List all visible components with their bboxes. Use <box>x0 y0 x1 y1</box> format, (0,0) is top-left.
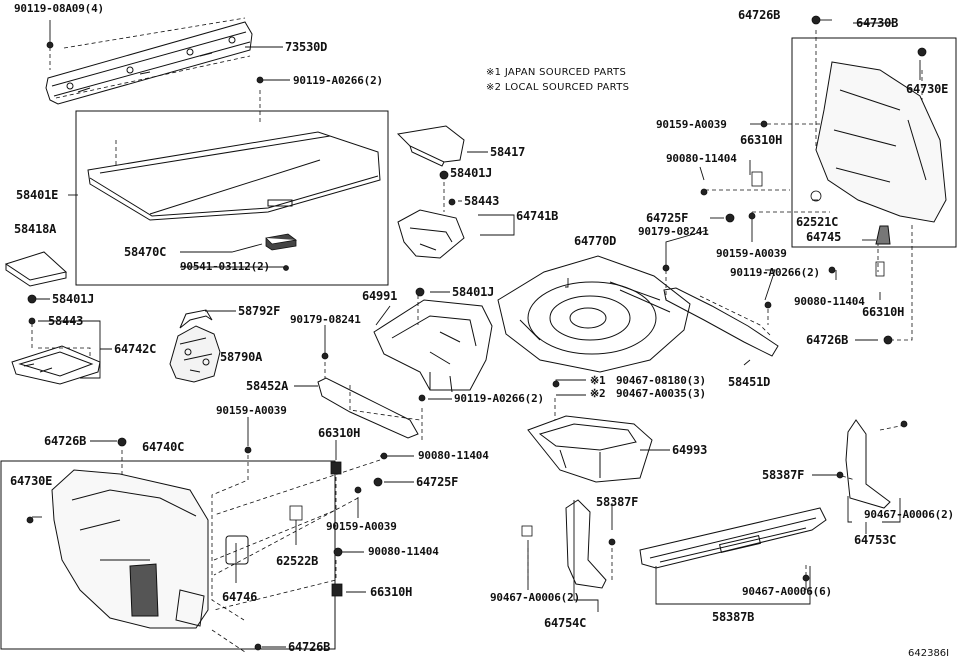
part-label: 64726B <box>738 8 781 22</box>
leader-lines <box>30 19 921 648</box>
part-label: 64991 <box>362 289 398 303</box>
right-trim-frame <box>791 37 957 248</box>
part-label: 64725F <box>646 211 689 225</box>
part-label: 64993 <box>672 443 708 457</box>
handle-58792f <box>179 309 213 329</box>
part-label: 90080-11404 <box>666 152 737 165</box>
part-label: 90179-08241 <box>638 225 709 238</box>
part-label: 64726B <box>44 434 87 448</box>
part-label: 66310H <box>740 133 783 147</box>
part-label: 90080-11404 <box>794 295 865 308</box>
part-label: 58401J <box>450 166 493 180</box>
part-label: 90119-A0266(2) <box>730 266 820 279</box>
part-58470c <box>265 233 297 251</box>
strip-58452a <box>317 377 419 439</box>
part-label: 58387F <box>596 495 639 509</box>
part-label: 64730E <box>906 82 949 96</box>
part-label: 90541-03112(2) <box>180 260 270 273</box>
part-label: 58418A <box>14 222 57 236</box>
cover-58417 <box>396 125 465 167</box>
part-label: 64753C <box>854 533 897 547</box>
part-label: 64726B <box>288 640 331 654</box>
part-label: 64725F <box>416 475 459 489</box>
part-label: 62521C <box>796 215 839 229</box>
part-label: 90119-A0266(2) <box>454 392 544 405</box>
part-label: 58792F <box>238 304 281 318</box>
tonneau-cover-frame <box>75 110 389 286</box>
part-label: 64730E <box>10 474 53 488</box>
part-label: 58387F <box>762 468 805 482</box>
part-label: 64770D <box>574 234 617 248</box>
part-label: 90467-08180(3) <box>616 374 706 387</box>
strip-58451d <box>663 287 779 357</box>
part-label: 64726B <box>806 333 849 347</box>
part-label: 90159-A0039 <box>656 118 727 131</box>
part-label: 58452A <box>246 379 289 393</box>
part-label: 90467-A0006(2) <box>490 591 580 604</box>
part-label: 90080-11404 <box>418 449 489 462</box>
right-trim-64730b <box>815 61 947 245</box>
spare-tire-tray <box>497 255 691 373</box>
rail-73530d <box>45 21 253 105</box>
part-label: 90467-A0035(3) <box>616 387 706 400</box>
part-label: 58401J <box>52 292 95 306</box>
part-label: 58451D <box>728 375 771 389</box>
bracket-58790a <box>169 325 221 383</box>
part-label: 62522B <box>276 554 319 568</box>
part-label: 58401E <box>16 188 59 202</box>
scuff-plate-58387b <box>639 507 827 569</box>
box-64993 <box>527 415 653 483</box>
board-58418a <box>4 251 68 287</box>
left-trim-64740c <box>51 469 249 629</box>
marker-1: ※1 <box>590 374 606 387</box>
trim-64753c <box>845 419 891 509</box>
box-64991 <box>373 299 493 393</box>
part-label: 64740C <box>142 440 185 454</box>
part-label: 58417 <box>490 145 526 159</box>
part-label: 64730B <box>856 16 899 30</box>
part-label: 64745 <box>806 230 842 244</box>
tonneau-cover <box>87 131 381 221</box>
part-label: 58470C <box>124 245 167 259</box>
part-label: 90159-A0039 <box>716 247 787 260</box>
part-label: 90080-11404 <box>368 545 439 558</box>
part-label: 90467-A0006(2) <box>864 508 954 521</box>
fasteners <box>26 15 927 651</box>
part-label: 90467-A0006(6) <box>742 585 832 598</box>
note-local-sourced: ※2 LOCAL SOURCED PARTS <box>486 82 630 93</box>
part-label: 66310H <box>862 305 905 319</box>
trim-64754c <box>565 499 607 589</box>
part-label: 58443 <box>48 314 84 328</box>
part-label: 58401J <box>452 285 495 299</box>
part-label: 64741B <box>516 209 559 223</box>
part-label: 73530D <box>285 40 328 54</box>
tray-64741b <box>397 209 465 259</box>
part-label: 58790A <box>220 350 263 364</box>
part-label: 66310H <box>370 585 413 599</box>
part-label: 66310H <box>318 426 361 440</box>
part-label: 64746 <box>222 590 258 604</box>
part-label: 90159-A0039 <box>326 520 397 533</box>
part-label: 58387B <box>712 610 755 624</box>
part-label: 64742C <box>114 342 157 356</box>
note-japan-sourced: ※1 JAPAN SOURCED PARTS <box>486 67 627 78</box>
part-label: 64754C <box>544 616 587 630</box>
part-label: 90159-A0039 <box>216 404 287 417</box>
part-label: 90119-08A09(4) <box>14 2 104 15</box>
part-label: 58443 <box>464 194 500 208</box>
part-label: 90179-08241 <box>290 313 361 326</box>
figure-id: 642386I <box>908 648 950 659</box>
marker-2: ※2 <box>590 387 606 400</box>
tray-64742c <box>11 345 101 385</box>
part-label: 90119-A0266(2) <box>293 74 383 87</box>
